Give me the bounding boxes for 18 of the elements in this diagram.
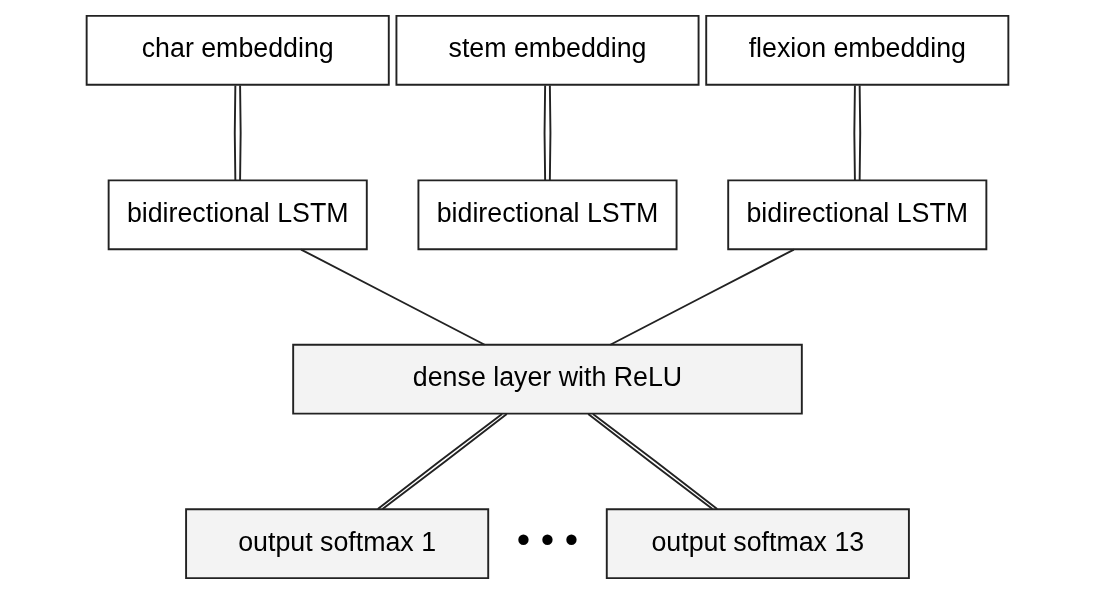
connector xyxy=(548,84,551,182)
connector xyxy=(858,84,861,182)
node-box: bidirectional LSTM xyxy=(726,179,987,251)
node-box: stem embedding xyxy=(394,14,700,86)
node-box: flexion embedding xyxy=(704,14,1009,86)
node-box: bidirectional LSTM xyxy=(107,179,368,251)
connector xyxy=(543,84,546,182)
node-box: dense layer with ReLU xyxy=(291,343,803,415)
label: • • • xyxy=(516,518,578,562)
node-box: output softmax 13 xyxy=(605,508,910,580)
node-box: output softmax 1 xyxy=(184,508,489,580)
connector xyxy=(238,84,242,182)
node-box: bidirectional LSTM xyxy=(416,179,678,251)
node-box: char embedding xyxy=(85,14,390,86)
connector xyxy=(233,84,236,182)
connector xyxy=(852,84,856,182)
connector xyxy=(608,248,795,346)
connector xyxy=(299,248,486,346)
